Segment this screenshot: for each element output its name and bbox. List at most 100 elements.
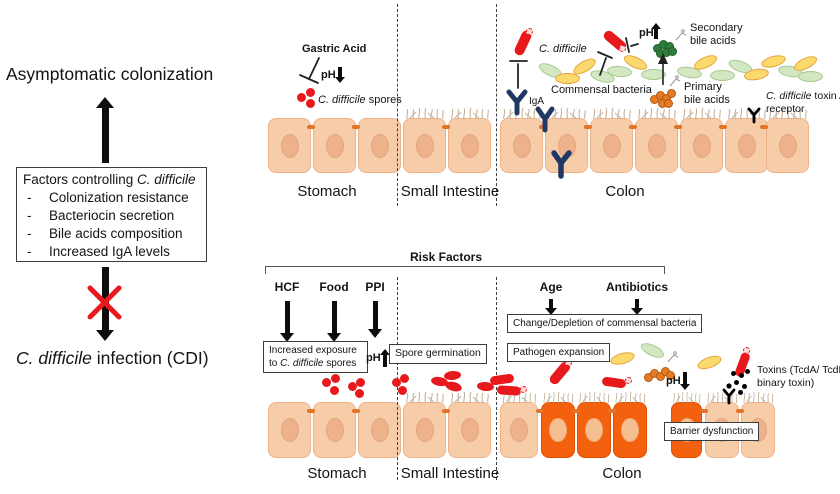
c-difficile-spore <box>355 377 365 387</box>
cell-nucleus <box>621 418 639 442</box>
spore-cap <box>625 377 632 384</box>
villi <box>743 391 774 403</box>
block-arrow-food <box>327 301 341 342</box>
spore-germination-box: Spore germination <box>389 344 487 364</box>
primary-bile-acid <box>666 371 675 380</box>
germinating-spore <box>443 379 463 393</box>
tight-junction <box>351 409 360 413</box>
c-difficile-spore <box>321 377 331 387</box>
block-arrow-ph-down-stomach <box>335 67 345 83</box>
organ-label-stomach-top: Stomach <box>297 183 357 200</box>
tight-junction <box>441 125 450 129</box>
villi <box>683 107 721 119</box>
tight-junction <box>539 125 547 129</box>
c-difficile-spore <box>354 388 364 398</box>
secondary-bile-acids-label: Secondary bile acids <box>690 22 743 48</box>
change-depletion-box: Change/Depletion of commensal bacteria <box>507 314 703 333</box>
c-difficile-spore <box>305 87 315 97</box>
risk-factors-bracket <box>265 266 665 274</box>
epithelial-cell <box>545 107 588 173</box>
epithelial-cell <box>680 107 723 173</box>
cell-nucleus <box>778 133 797 158</box>
commensal-bacterium <box>710 69 735 81</box>
ph-up-label-colon: pH <box>639 27 654 39</box>
c-difficile-spore <box>305 98 315 108</box>
inhibition-tee-ph <box>625 37 639 53</box>
cell-nucleus <box>692 133 711 158</box>
toxin-molecule <box>730 370 736 376</box>
commensal-bacterium <box>641 68 666 80</box>
epithelial-cell <box>313 402 356 458</box>
tight-junction <box>306 125 315 129</box>
tight-junction <box>351 125 360 129</box>
tight-junction <box>306 409 315 413</box>
cdiff-spores-label: C. difficile spores <box>318 94 402 106</box>
dash-bullet: - <box>27 208 32 223</box>
organ-label-colon-top: Colon <box>605 183 645 200</box>
tight-junction <box>674 125 682 129</box>
cell-nucleus <box>510 418 528 442</box>
cell-nucleus <box>370 418 389 442</box>
tight-junction <box>699 409 708 413</box>
epithelial-cell <box>358 118 401 173</box>
villi <box>615 391 646 403</box>
tight-junction <box>572 409 580 413</box>
tight-junction <box>629 125 637 129</box>
epithelial-cell <box>590 107 633 173</box>
epithelial-cell <box>313 118 356 173</box>
primary-bile-acid <box>656 372 665 381</box>
c-difficile-spore <box>330 373 340 383</box>
villi <box>707 391 738 403</box>
cell-nucleus <box>325 418 344 442</box>
tight-junction <box>760 125 768 129</box>
block-arrow-to-cdi <box>96 267 114 341</box>
organ-label-small-intestine-bottom: Small Intestine <box>400 465 500 482</box>
epithelial-cell <box>403 107 446 173</box>
barrier-dysfunction-box: Barrier dysfunction <box>664 422 760 441</box>
increased-exposure-box: Increased exposure to C. difficile spore… <box>263 341 368 373</box>
commensal-bacterium <box>695 352 724 372</box>
tight-junction <box>719 125 727 129</box>
cell-nucleus <box>415 133 434 158</box>
epithelial-cell <box>541 391 575 458</box>
toxin-molecule <box>744 368 750 374</box>
dash-bullet: - <box>27 244 32 259</box>
factors-box-title: Factors controlling C. difficile <box>23 172 196 187</box>
dash-bullet: - <box>27 226 32 241</box>
separator-si-colon-top <box>496 4 497 206</box>
commensal-bacterium <box>691 51 720 73</box>
commensal-bacteria-label: Commensal bacteria <box>551 84 652 96</box>
cell-nucleus <box>460 418 479 442</box>
cell-nucleus <box>512 133 531 158</box>
toxin-receptor-label: C. difficile toxin A receptor <box>766 90 840 115</box>
secondary-bile-acid <box>668 47 677 56</box>
block-arrow-age <box>545 299 557 315</box>
c-difficile-bacterium <box>489 372 515 386</box>
block-arrow-ph-down-colon <box>680 372 690 390</box>
epithelial-cell <box>448 391 491 458</box>
iga-label: IgA <box>529 96 545 107</box>
c-difficile-spore <box>296 92 306 102</box>
c-difficile-spore <box>329 385 339 395</box>
primary-bile-acids-label: Primary bile acids <box>684 81 730 107</box>
block-arrow-hcf <box>280 301 294 342</box>
c-difficile-spore <box>391 377 401 387</box>
epithelial-cell <box>577 391 611 458</box>
factors-box-item: -Colonization resistance <box>23 189 200 207</box>
villi <box>579 391 610 403</box>
villi <box>548 107 586 119</box>
germinating-spore <box>443 369 461 381</box>
c-difficile-spore <box>397 385 407 395</box>
cell-nucleus <box>557 133 576 158</box>
epithelial-cell <box>358 402 401 458</box>
villi <box>543 391 574 403</box>
epithelial-cell <box>268 402 311 458</box>
inhibition-tee-iga <box>509 60 528 89</box>
organ-label-stomach-bottom: Stomach <box>307 465 367 482</box>
spore-cap <box>743 347 750 354</box>
dash-bullet: - <box>27 190 32 205</box>
ph-down-label-stomach: pH <box>321 69 336 81</box>
organ-label-colon-bottom: Colon <box>602 465 642 482</box>
epithelial-cell <box>766 107 809 173</box>
